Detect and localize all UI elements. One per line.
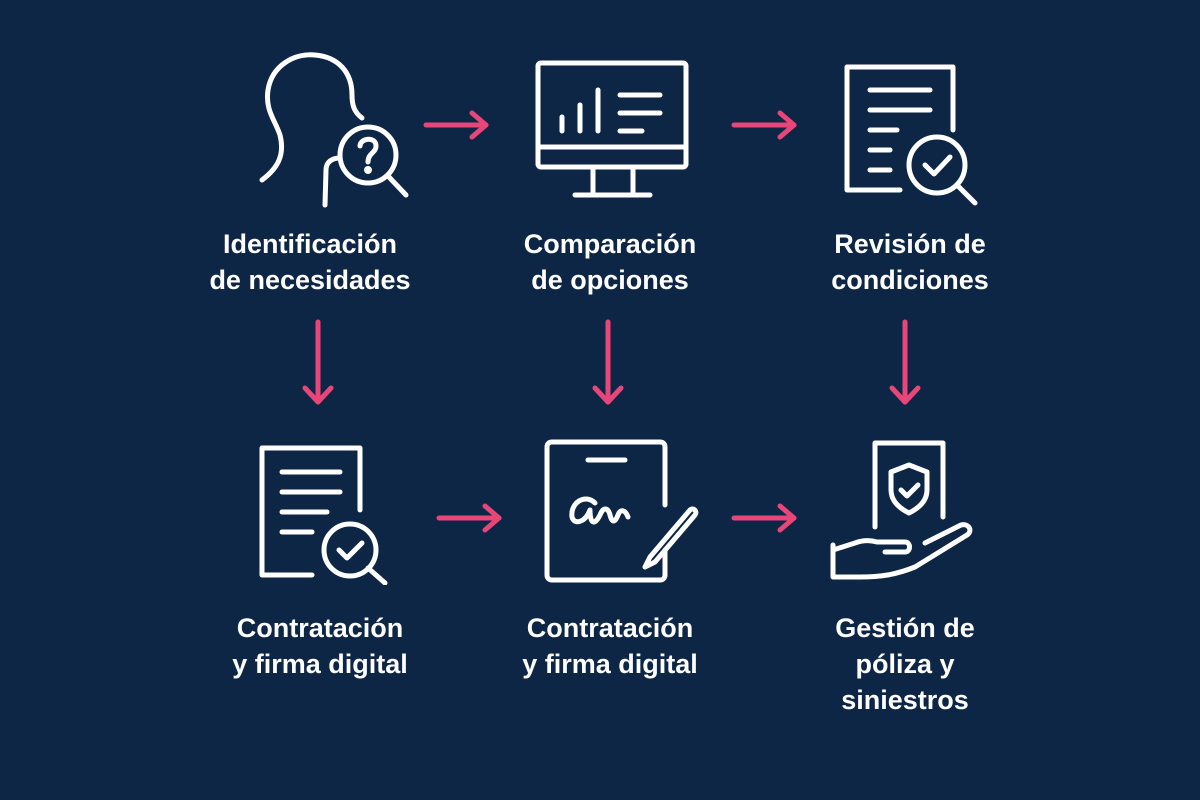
step-label-6: Gestión de póliza y siniestros [835,613,975,715]
tablet-signature-icon [540,435,705,585]
arrow-down-2-5 [590,318,626,408]
document-search-check-icon [835,55,995,215]
arrow-down-3-6 [887,318,923,408]
person-search-question-icon [240,50,420,210]
arrow-right-1-2 [422,110,492,140]
document-search-check-icon [250,440,400,585]
step-label-2: Comparación de opciones [523,229,697,295]
arrow-right-4-5 [435,503,505,533]
step-label-4: Contratación y firma digital [232,613,408,679]
arrow-right-5-6 [730,503,800,533]
arrow-right-2-3 [730,110,800,140]
arrow-down-1-4 [300,318,336,408]
monitor-chart-icon [530,55,690,205]
step-label-1: Identificación de necesidades [209,229,411,295]
step-label-3: Revisión de condiciones [831,229,989,295]
step-label-5: Contratación y firma digital [522,613,698,679]
hand-shield-policy-icon [825,435,975,585]
